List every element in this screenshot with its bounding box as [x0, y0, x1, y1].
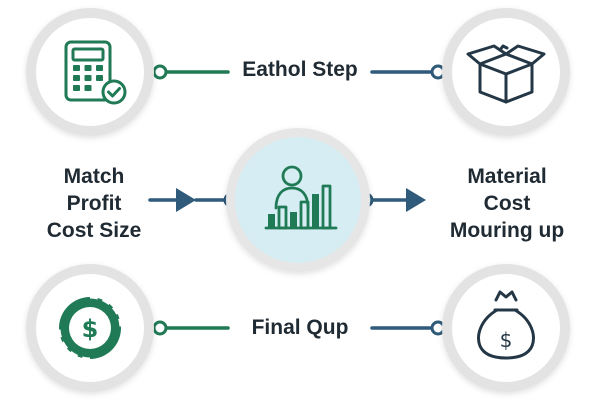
- label-top-step: Eathol Step: [242, 58, 358, 81]
- top-left-connector-node: [152, 64, 168, 80]
- calculator-check-icon: [64, 40, 127, 105]
- svg-text:$: $: [500, 328, 513, 352]
- disc-top-left: [36, 18, 144, 126]
- dollar-coin-icon: $: [57, 295, 123, 361]
- label-right-line: Mouring up: [449, 219, 565, 242]
- disc-center: [235, 137, 361, 263]
- label-left-line: Match: [63, 165, 125, 188]
- node-bottom-right: $: [442, 264, 570, 392]
- bottom-left-connector-node: [152, 320, 168, 336]
- left-arrow-head: [176, 188, 196, 212]
- label-left-line: Profit: [66, 192, 122, 215]
- node-bottom-left: $: [26, 264, 154, 392]
- label-right-line: Cost: [483, 192, 531, 215]
- person-growth-chart-icon: [264, 165, 338, 230]
- node-top-right: [442, 8, 570, 136]
- disc-bottom-right: [452, 274, 560, 382]
- label-right-block: Material Cost Mouring up: [437, 163, 577, 244]
- right-arrow-head: [406, 188, 426, 212]
- node-top-left: [26, 8, 154, 136]
- money-bag-icon: $: [477, 290, 535, 360]
- open-box-icon: [466, 44, 546, 104]
- label-left-line: Cost Size: [46, 219, 142, 242]
- svg-text:$: $: [82, 315, 99, 343]
- disc-top-right: [452, 18, 560, 126]
- label-right-line: Material: [467, 165, 547, 188]
- label-left-block: Match Profit Cost Size: [24, 163, 164, 244]
- label-bottom-step: Final Qup: [251, 316, 349, 339]
- node-center: [226, 128, 370, 272]
